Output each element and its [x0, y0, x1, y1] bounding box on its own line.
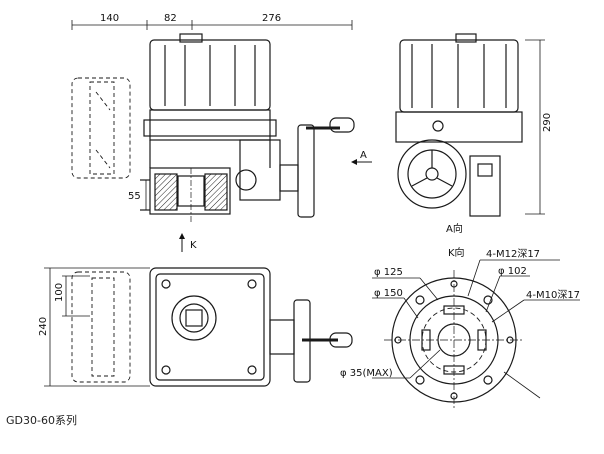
k-view-flange: [372, 259, 580, 410]
label-arrow-a: A: [360, 150, 367, 161]
dim-55: 55: [128, 191, 141, 202]
label-arrow-k: K: [190, 240, 197, 251]
arrow-k: K: [179, 233, 197, 252]
label-4-m12: 4-M12深17: [486, 248, 540, 260]
dim-276: 276: [262, 13, 281, 24]
dim-240: 240: [38, 317, 49, 336]
label-dia-102: φ 102: [498, 266, 527, 277]
k-view-text: K向 4-M12深17 φ 125 φ 102 φ 150 4-M10深17 φ…: [340, 246, 580, 379]
front-view-text: 140 82 276 55 A: [100, 13, 367, 202]
top-view: [44, 267, 353, 387]
label-dia-125: φ 125: [374, 267, 403, 278]
title-a-view: A向: [446, 222, 463, 235]
side-view-text: 290 A向: [446, 113, 553, 235]
front-view: [71, 20, 372, 222]
top-dimension-lines: [71, 20, 353, 30]
dim-82: 82: [164, 13, 177, 24]
actuator-housing: [143, 33, 277, 168]
dashed-handwheel-left: [71, 77, 131, 179]
side-view: [395, 33, 545, 217]
dim-140: 140: [100, 13, 119, 24]
label-dia-35-max: φ 35(MAX): [340, 368, 393, 379]
dashed-handwheel-top: [71, 271, 131, 383]
leader-lines: [372, 259, 580, 399]
title-k-view: K向: [448, 246, 465, 259]
handwheel-side: [235, 117, 355, 218]
top-view-text: 240 100: [38, 283, 65, 336]
dim-290-lines: [525, 39, 545, 215]
dim-100: 100: [54, 283, 65, 302]
series-caption: GD30-60系列: [6, 414, 77, 427]
coupling-section: [140, 167, 231, 222]
dim-290: 290: [542, 113, 553, 132]
label-dia-150: φ 150: [374, 288, 403, 299]
label-4-m10: 4-M10深17: [526, 289, 580, 301]
dim-240-lines: [44, 267, 150, 387]
